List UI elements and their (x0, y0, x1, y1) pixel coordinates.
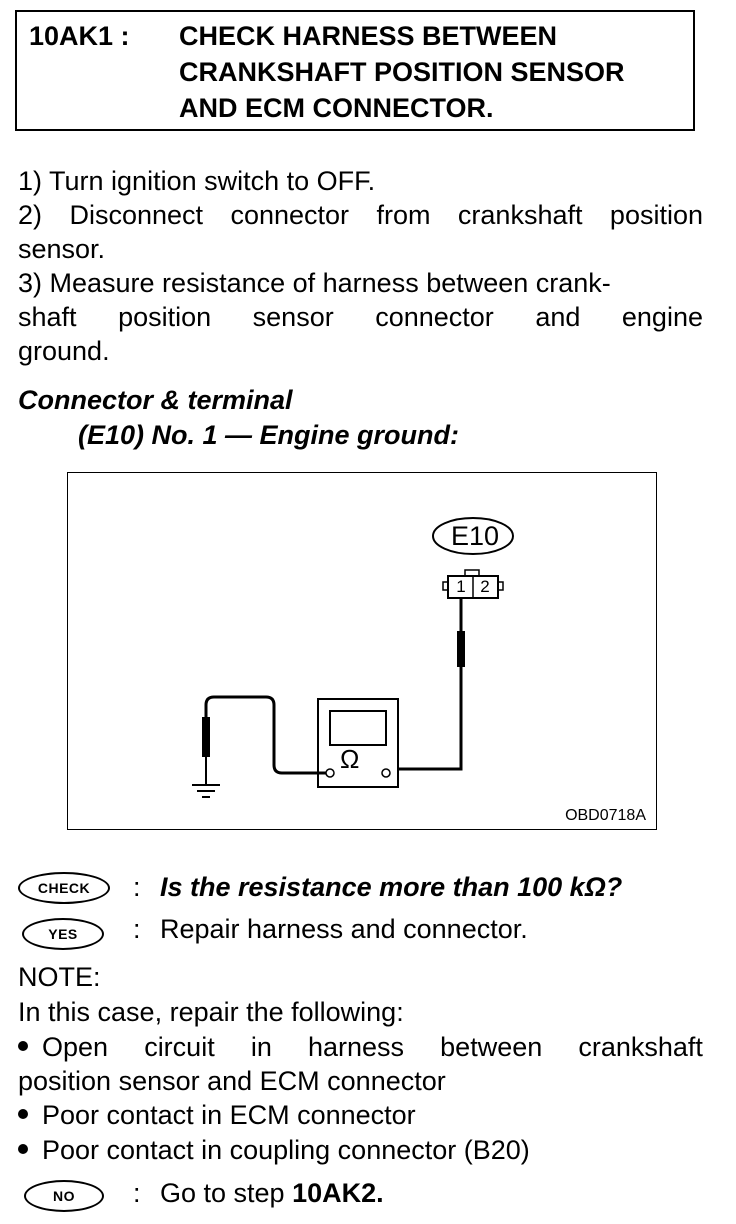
connector-right-latch (497, 581, 504, 591)
wiring-diagram: E10 1 2 Ω OBD0718A (67, 472, 657, 830)
word: shaft (18, 302, 77, 332)
step-id: 10AK1 : (29, 21, 130, 51)
procedure-step-3-line-2: shaft position sensor connector and engi… (18, 300, 703, 334)
no-badge: NO (24, 1180, 104, 1212)
word: harness (307, 1032, 405, 1062)
note-label: NOTE: (18, 962, 101, 992)
step-title-line-2: CRANKSHAFT POSITION SENSOR (179, 57, 625, 87)
check-badge: CHECK (18, 872, 110, 904)
word: crankshaft (578, 1032, 703, 1062)
note-bullet-1-justified: Open circuit in harness between cranksha… (18, 1030, 703, 1064)
word: in (250, 1032, 272, 1062)
pin-2-label: 2 (480, 577, 490, 596)
word: connector (375, 302, 494, 332)
word: position (609, 200, 703, 230)
word: circuit (144, 1032, 215, 1062)
word: engine (621, 302, 703, 332)
word: and (535, 302, 581, 332)
wiring-diagram-graphic (192, 517, 514, 798)
ohmmeter-left-terminal (325, 768, 335, 778)
check-question: Is the resistance more than 100 kΩ? (160, 872, 623, 902)
step-title-line-3: AND ECM CONNECTOR. (179, 93, 494, 123)
connector-terminal-heading: Connector & terminal (18, 385, 293, 415)
procedure-step-2-line-2: sensor. (18, 234, 106, 264)
step-title-line-1: CHECK HARNESS BETWEEN (179, 21, 558, 51)
yes-badge: YES (22, 918, 104, 950)
ohmmeter-right-terminal (381, 768, 391, 778)
lead-to-meter-left (204, 695, 326, 775)
connector-terminal-spec: (E10) No. 1 — Engine ground: (78, 420, 460, 450)
ohmmeter-symbol: Ω (340, 744, 360, 774)
note-bullet-2-text: Poor contact in ECM connector (18, 1100, 416, 1130)
word: position (118, 302, 212, 332)
word: from (376, 200, 431, 230)
ohmmeter-display (329, 710, 387, 746)
connector-left-latch (442, 581, 449, 591)
yes-answer: Repair harness and connector. (160, 914, 528, 944)
word: Open (18, 1030, 108, 1064)
procedure-step-3-line-3: ground. (18, 336, 110, 366)
word: sensor (252, 302, 334, 332)
note-bullet-3: Poor contact in coupling connector (B20) (18, 1133, 703, 1167)
pin-1-label: 1 (456, 577, 466, 596)
procedure-step-1: 1) Turn ignition switch to OFF. (18, 166, 376, 196)
word: Disconnect (69, 200, 204, 230)
figure-code: OBD0718A (565, 807, 646, 824)
connector-label: E10 (450, 521, 500, 551)
note-intro: In this case, repair the following: (18, 997, 404, 1027)
yes-colon: : (133, 914, 141, 944)
no-colon: : (133, 1178, 141, 1208)
word: connector (230, 200, 350, 230)
check-colon: : (133, 872, 141, 902)
no-answer: Go to step 10AK2. (160, 1176, 384, 1210)
lead-to-meter-right (386, 667, 463, 771)
no-answer-prefix: Go to step (160, 1178, 293, 1208)
connector-label-oval (432, 517, 514, 555)
step-title: CHECK HARNESS BETWEEN CRANKSHAFT POSITIO… (179, 18, 689, 126)
procedure-step-3-line-1: 3) Measure resistance of harness between… (18, 268, 611, 298)
probe-tip-connector (457, 631, 465, 667)
note-bullet-2: Poor contact in ECM connector (18, 1098, 703, 1132)
step-header-box: 10AK1 : CHECK HARNESS BETWEEN CRANKSHAFT… (15, 10, 695, 131)
probe-tip-ground (202, 717, 210, 757)
note-bullet-3-text: Poor contact in coupling connector (B20) (18, 1135, 530, 1165)
word: 2) (18, 200, 43, 230)
word: crankshaft (457, 200, 583, 230)
procedure-step-2-line-1: 2) Disconnect connector from crankshaft … (18, 198, 703, 232)
word: between (440, 1032, 543, 1062)
no-answer-step: 10AK2. (292, 1178, 384, 1208)
note-bullet-1-line-1: Open circuit in harness between cranksha… (18, 1030, 703, 1064)
note-bullet-1-line-2: position sensor and ECM connector (18, 1066, 446, 1096)
